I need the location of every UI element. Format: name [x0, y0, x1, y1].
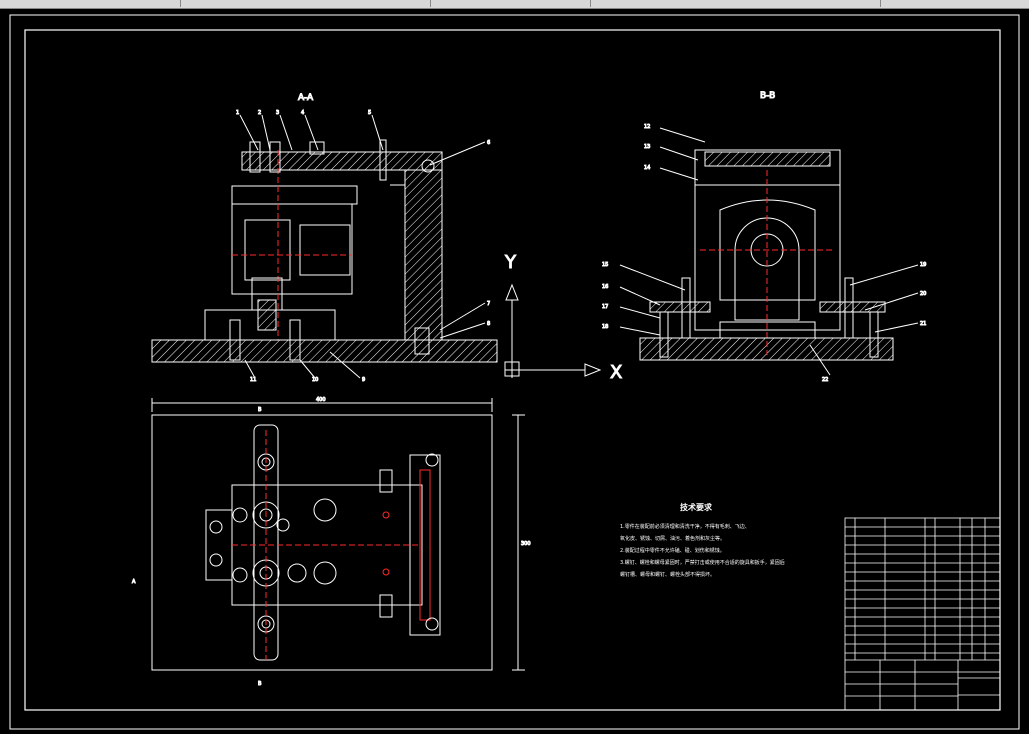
section-view-aa: A-A [151, 93, 498, 384]
balloon-1: 1 [236, 110, 239, 116]
cad-drawing: A-A [9, 14, 1020, 730]
balloon-5: 5 [368, 110, 371, 116]
inner-frame [24, 29, 1001, 711]
toolbar-segment[interactable] [880, 0, 1029, 7]
plan-view: 400 300 A B B [132, 397, 532, 688]
view-marker-b-bottom: B [258, 681, 262, 687]
balloon-18: 18 [602, 324, 608, 330]
tech-note-5: 螺钉槽、螺母和螺钉、螺栓头部不得损坏。 [620, 571, 715, 578]
tech-title: 技术要求 [680, 502, 713, 512]
outer-frame [9, 14, 1020, 730]
balloon-10: 10 [312, 377, 318, 383]
balloon-11: 11 [250, 377, 256, 383]
balloon-7: 7 [487, 301, 490, 307]
view-marker-b-top: B [258, 407, 262, 413]
balloon-4: 4 [301, 110, 304, 116]
toolbar-segment[interactable] [180, 0, 431, 7]
balloon-17: 17 [602, 304, 608, 310]
dimension-height: 300 [521, 541, 531, 547]
balloon-14: 14 [644, 165, 650, 171]
section-label-bb: B-B [760, 91, 775, 101]
dimension-width: 400 [316, 397, 326, 403]
toolbar-segment[interactable] [590, 0, 881, 7]
axis-y-label: Y [504, 252, 517, 273]
tech-note-3: 2.装配过程中零件不允许磕、碰、划伤和锈蚀。 [620, 547, 725, 554]
balloon-16: 16 [602, 284, 608, 290]
coordinate-axes: Y X [504, 252, 623, 384]
balloon-8: 8 [487, 321, 490, 327]
tech-note-2: 氧化皮、锈蚀、切屑、油污、着色剂和灰尘等。 [620, 535, 725, 542]
view-marker-a: A [132, 579, 136, 585]
title-block [844, 517, 1001, 711]
drawing-canvas[interactable]: A-A [0, 9, 1029, 734]
balloon-22: 22 [822, 377, 828, 383]
balloon-15: 15 [602, 262, 608, 268]
axis-x-label: X [610, 362, 622, 383]
balloon-13: 13 [644, 144, 650, 150]
section-label-aa: A-A [298, 93, 314, 103]
balloon-9: 9 [362, 377, 365, 383]
balloon-21: 21 [920, 321, 926, 327]
balloon-20: 20 [920, 291, 926, 297]
balloon-12: 12 [644, 124, 650, 130]
balloon-2: 2 [258, 110, 261, 116]
toolbar-segment[interactable] [0, 0, 181, 7]
balloon-6: 6 [487, 140, 490, 146]
balloon-19: 19 [920, 262, 926, 268]
technical-requirements: 技术要求 1.零件在装配前必须清理和清洗干净，不得有毛刺、飞边、 氧化皮、锈蚀、… [620, 502, 785, 578]
balloon-3: 3 [276, 110, 279, 116]
tech-note-4: 3.螺钉、螺栓和螺母紧固时，严禁打击或使用不合适的旋具和扳手，紧固后 [620, 559, 785, 566]
section-view-bb: B-B 12 13 14 15 16 17 18 19 2 [602, 91, 927, 384]
toolbar-segment[interactable] [430, 0, 591, 7]
tech-note-1: 1.零件在装配前必须清理和清洗干净，不得有毛刺、飞边、 [620, 523, 750, 530]
application-toolbar [0, 0, 1029, 9]
